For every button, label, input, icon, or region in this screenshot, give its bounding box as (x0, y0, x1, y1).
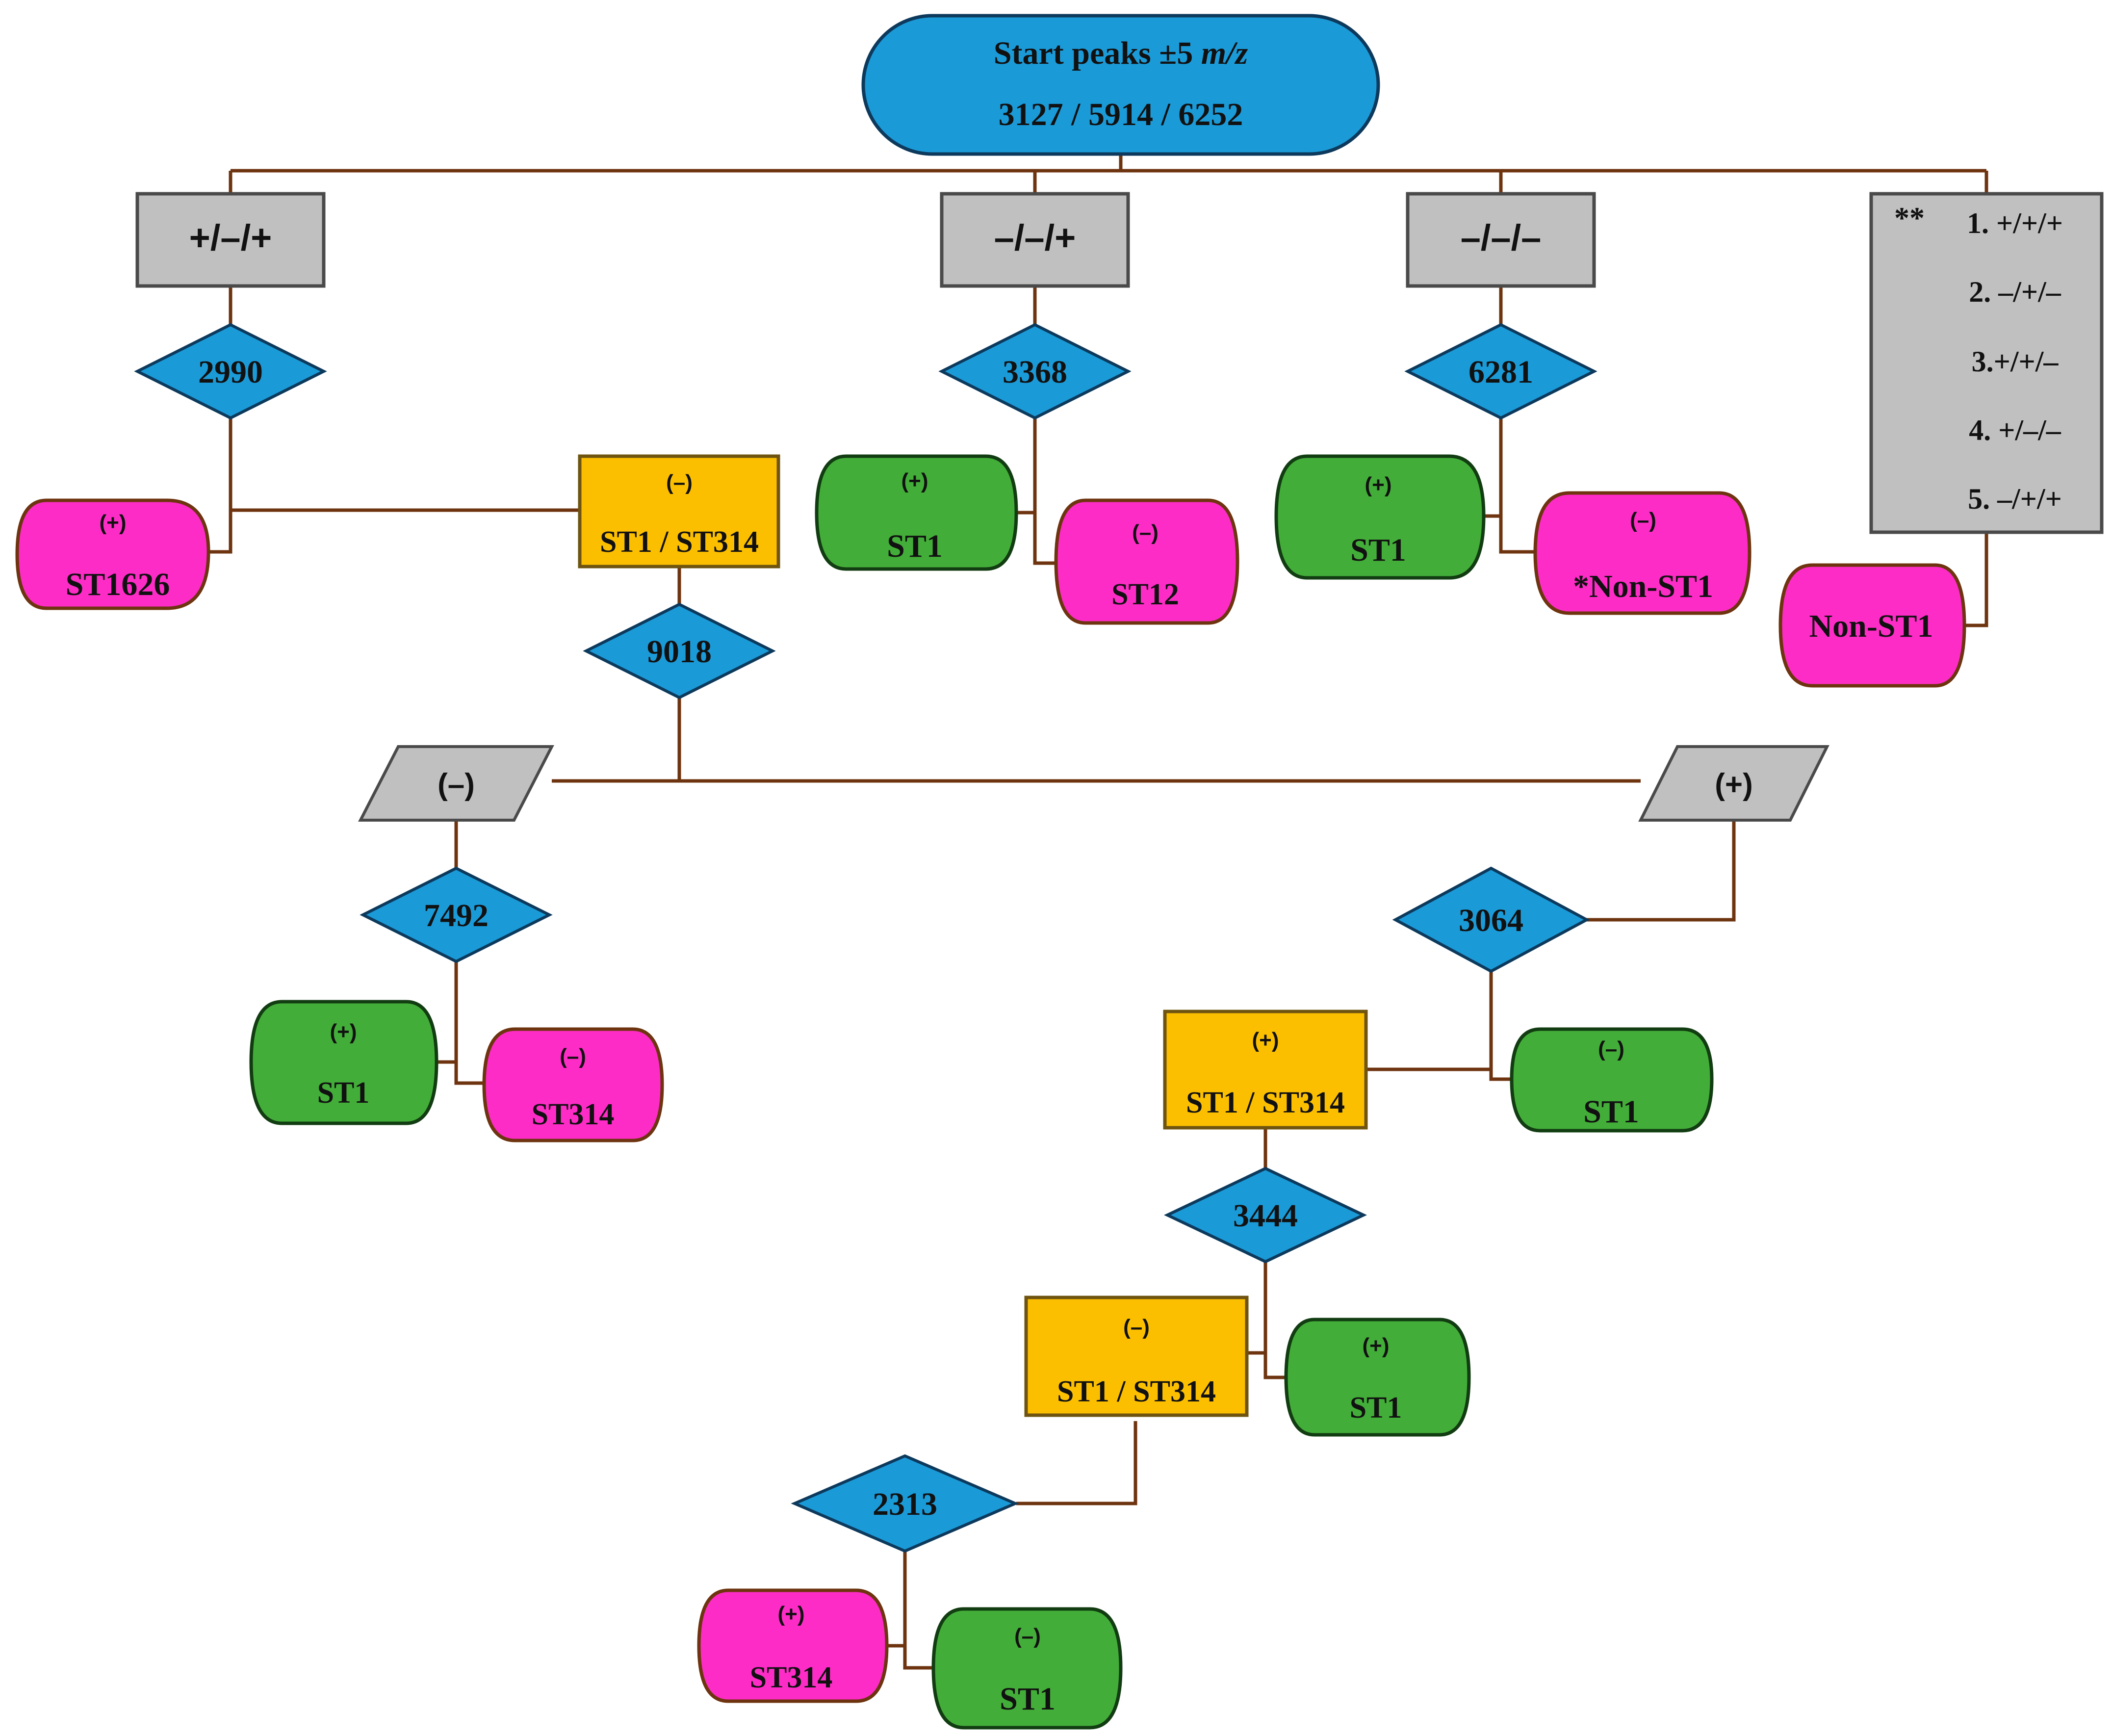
peak-label: 3368 (1003, 354, 1067, 390)
connector-neg-branch (437, 820, 484, 1085)
start-peaks-values: 3127 / 5914 / 6252 (999, 97, 1243, 132)
result-label: ST314 (750, 1661, 833, 1694)
result-label: ST1 / ST314 (600, 525, 759, 559)
pattern-box-3: –/–/– (1406, 192, 1596, 288)
double-asterisk-marker: ** (1894, 202, 1925, 235)
connector-col2 (1016, 285, 1056, 565)
peak-diamond-3444: 3444 (1164, 1166, 1367, 1264)
result-st1-st314-a: (–) ST1 / ST314 (578, 454, 780, 569)
result-label: ST1 (1583, 1094, 1639, 1130)
result-st314-b: (+) ST314 (697, 1588, 889, 1703)
peak-diamond-6281: 6281 (1404, 323, 1597, 420)
result-label: *Non-ST1 (1573, 569, 1713, 604)
peak-diamond-2990: 2990 (134, 323, 327, 420)
result-label: ST1 (1350, 1391, 1402, 1425)
result-st1-b: (+) ST1 (815, 454, 1018, 571)
result-sign: (+) (330, 1020, 357, 1044)
result-label: ST314 (532, 1098, 615, 1131)
connector-col1 (208, 285, 580, 554)
result-st1-c: (+) ST1 (1274, 454, 1486, 580)
branch-positive: (+) (1638, 745, 1829, 822)
peak-label: 7492 (424, 898, 489, 933)
result-label: Non-ST1 (1809, 608, 1933, 644)
pattern-box-2: –/–/+ (940, 192, 1130, 288)
result-label: ST1 / ST314 (1186, 1086, 1345, 1119)
peak-diamond-3368: 3368 (938, 323, 1132, 420)
pattern-label: –/–/+ (994, 217, 1076, 258)
other-pattern-item: 5. –/+/+ (1968, 483, 2062, 515)
peak-diamond-3064: 3064 (1392, 866, 1590, 973)
result-label: ST1 (1000, 1681, 1056, 1717)
result-label: ST1 (887, 528, 943, 564)
connector-9018 (552, 568, 1641, 783)
other-pattern-item: 4. +/–/– (1969, 414, 2061, 446)
result-non-st1-asterisk: (–) *Non-ST1 (1533, 491, 1751, 615)
peak-label: 2313 (873, 1486, 937, 1522)
start-peaks-node: Start peaks ±5 m/z 3127 / 5914 / 6252 (861, 14, 1380, 156)
pattern-box-other: ** 1. +/+/+ 2. –/+/– 3.+/+/– 4. +/–/– 5.… (1869, 192, 2104, 534)
result-sign: (+) (1365, 473, 1392, 497)
peak-label: 6281 (1468, 354, 1533, 390)
result-sign: (–) (560, 1044, 586, 1068)
result-sign: (–) (666, 470, 693, 494)
start-title: Start peaks ±5 m/z (994, 35, 1248, 71)
branch-label: (+) (1715, 768, 1753, 802)
result-non-st1: Non-ST1 (1778, 563, 1966, 688)
result-label: ST1 (317, 1076, 370, 1110)
result-st1-d: (+) ST1 (249, 1000, 438, 1125)
connector-3444 (1247, 1128, 1286, 1379)
result-st1-f: (+) ST1 (1284, 1318, 1471, 1437)
result-sign: (–) (1630, 508, 1656, 532)
branch-label: (–) (438, 768, 475, 802)
result-label: ST12 (1111, 578, 1179, 611)
result-sign: (–) (1132, 520, 1159, 544)
result-sign: (–) (1598, 1037, 1624, 1061)
result-st314-a: (–) ST314 (482, 1027, 664, 1142)
peak-label: 3444 (1233, 1198, 1298, 1234)
result-st1-st314-b: (+) ST1 / ST314 (1163, 1010, 1368, 1130)
peak-label: 3064 (1459, 903, 1523, 938)
result-sign: (+) (1363, 1334, 1390, 1358)
connectors (208, 155, 1988, 1670)
connector-start-bus (229, 155, 1988, 192)
peak-diamond-9018: 9018 (583, 602, 776, 700)
result-sign: (+) (100, 511, 127, 535)
result-sign: (+) (778, 1602, 805, 1626)
branch-negative: (–) (358, 745, 554, 822)
result-label: ST1626 (66, 567, 170, 602)
other-pattern-item: 3.+/+/– (1972, 345, 2059, 378)
connector-col3 (1484, 285, 1535, 554)
connector-2313 (887, 1421, 1137, 1670)
peak-label: 2990 (198, 354, 263, 390)
result-st1-e: (–) ST1 (1510, 1027, 1714, 1133)
pattern-label: –/–/– (1461, 217, 1542, 258)
peak-label: 9018 (647, 634, 712, 670)
result-st12: (–) ST12 (1054, 498, 1239, 625)
result-sign: (+) (901, 469, 928, 493)
result-st1-g: (–) ST1 (931, 1607, 1123, 1730)
result-sign: (–) (1014, 1624, 1041, 1648)
result-label: ST1 / ST314 (1057, 1375, 1216, 1408)
peak-diamond-2313: 2313 (791, 1454, 1019, 1553)
result-st1-st314-c: (–) ST1 / ST314 (1024, 1296, 1249, 1417)
pattern-label: +/–/+ (189, 217, 272, 258)
connector-pos-branch (1366, 820, 1736, 1081)
peak-diamond-7492: 7492 (360, 866, 553, 963)
result-sign: (–) (1123, 1315, 1150, 1339)
result-label: ST1 (1350, 532, 1406, 568)
result-sign: (+) (1252, 1028, 1279, 1052)
other-pattern-item: 2. –/+/– (1969, 276, 2061, 308)
pattern-box-1: +/–/+ (135, 192, 326, 288)
connector-col4 (1964, 532, 1988, 627)
other-pattern-item: 1. +/+/+ (1967, 207, 2063, 239)
result-st1626: (+) ST1626 (15, 498, 210, 610)
